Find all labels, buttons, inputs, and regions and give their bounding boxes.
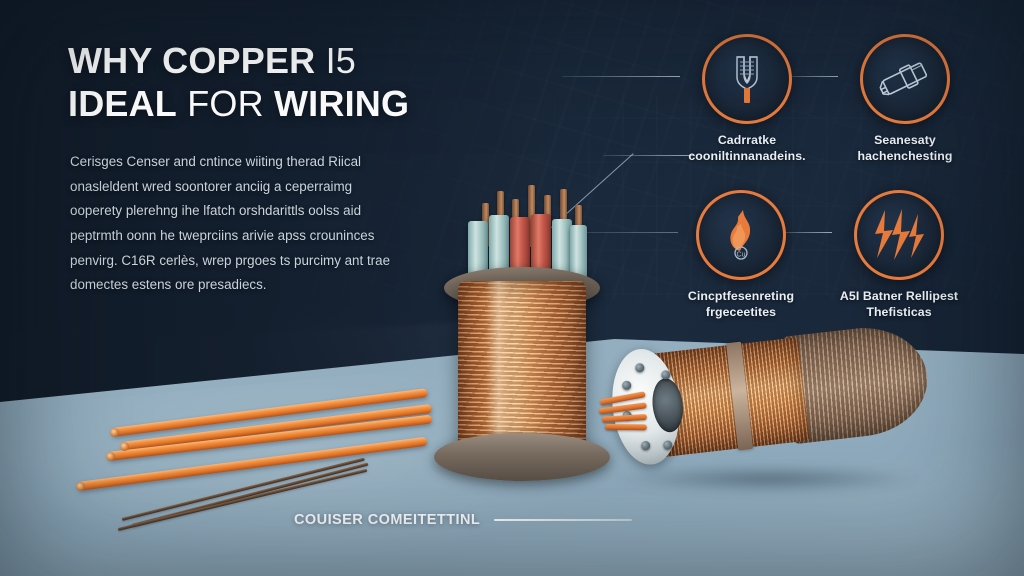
- headline-part-3: IDEAL: [68, 82, 177, 124]
- spool-copper-winding: [458, 281, 586, 453]
- caption-text: COUISER COMEITETTINL: [294, 512, 481, 528]
- headline-part-4: FOR: [187, 82, 264, 124]
- motor-shadow: [618, 466, 918, 492]
- feature-icon-circle[interactable]: [854, 190, 944, 280]
- feature-icon-circle[interactable]: [702, 34, 792, 124]
- feature-node-label: Cincptfesenreting frgeceetites: [687, 289, 795, 319]
- headline-part-1: WHY COPPER: [68, 40, 316, 81]
- feature-node-lightning[interactable]: A5I Batner Rellipest Thefisticas: [824, 190, 974, 320]
- headline-part-2: I5: [325, 40, 357, 81]
- spool-base-flange: [434, 433, 610, 481]
- spool-insulator-caps: [468, 213, 590, 285]
- wire-stripper-icon: [724, 53, 770, 105]
- feature-node-wire-stripper[interactable]: Cadrratke cooniltinnanadeins.: [672, 34, 822, 164]
- svg-text:Cu: Cu: [737, 252, 746, 259]
- bottom-caption: COUISER COMEITETTINL: [294, 512, 633, 528]
- page-title: WHY COPPER I5 IDEAL FOR WIRING: [68, 40, 488, 126]
- feature-icon-circle[interactable]: [860, 34, 950, 124]
- caption-rule: [494, 519, 633, 521]
- feature-node-label: Cadrratke cooniltinnanadeins.: [688, 133, 806, 163]
- flame-icon: Cu: [719, 208, 763, 262]
- motor-copper-leads: [598, 391, 651, 431]
- body-paragraph: Cerisges Censer and cntince wiiting ther…: [70, 154, 391, 293]
- copper-bars-and-wires: [60, 388, 460, 532]
- feature-icon-circle[interactable]: Cu: [696, 190, 786, 280]
- cable-connector-icon: [878, 56, 932, 102]
- headline-part-5: WIRING: [274, 82, 410, 124]
- feature-node-label: A5I Batner Rellipest Thefisticas: [839, 289, 959, 319]
- feature-node-flame[interactable]: Cu Cincptfesenreting frgeceetites: [666, 190, 816, 320]
- copper-coil-motor: [596, 321, 936, 508]
- feature-node-cable-connector[interactable]: Seanesaty hachenchesting: [830, 34, 980, 164]
- copper-wire-spool: [432, 185, 612, 485]
- feature-node-label: Seanesaty hachenchesting: [857, 133, 953, 163]
- lightning-bolts-icon: [871, 208, 927, 262]
